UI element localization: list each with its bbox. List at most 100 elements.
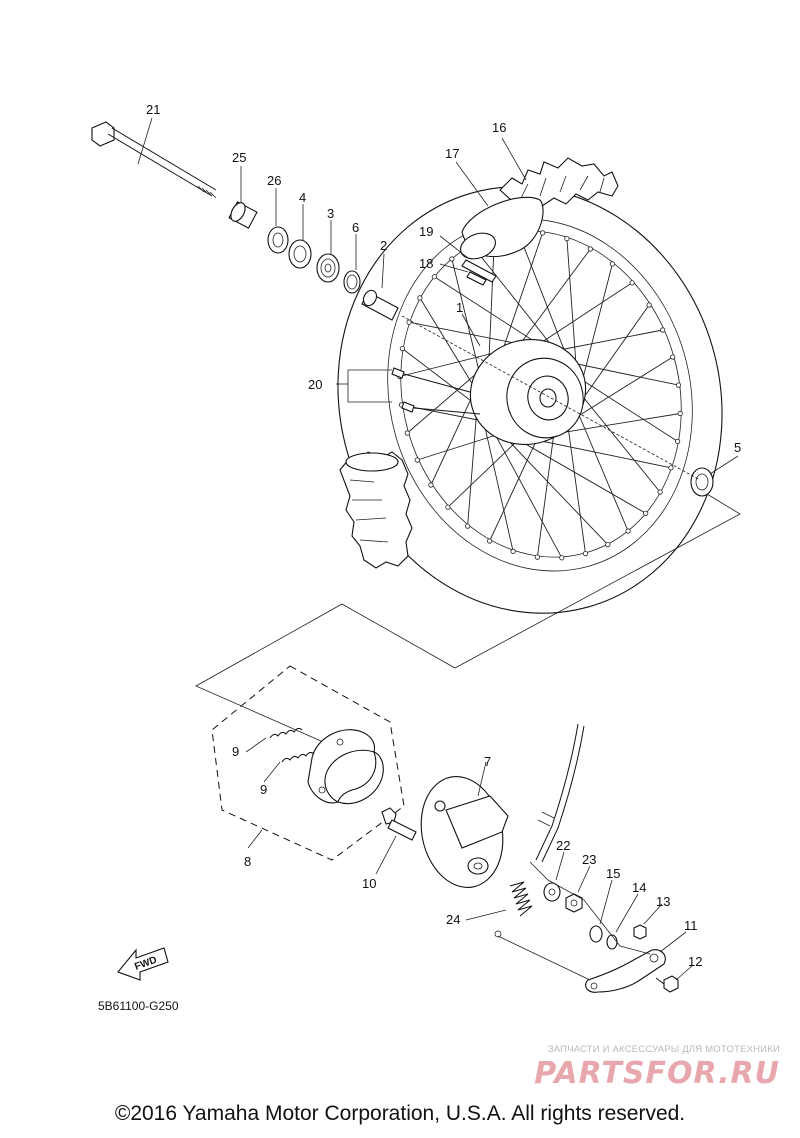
leader-lines <box>137 117 739 981</box>
spoke-nipple <box>670 354 676 360</box>
spoke <box>574 406 629 532</box>
spoke <box>402 348 482 410</box>
fwd-arrow-icon: FWD <box>117 947 169 981</box>
callout-4: 4 <box>299 190 306 205</box>
spoke-nipple <box>404 430 410 436</box>
spoke-nipple <box>657 489 663 495</box>
brake-shoes <box>307 729 384 804</box>
callout-20: 20 <box>308 377 322 392</box>
callout-11: 11 <box>684 918 698 933</box>
callout-9b: 9 <box>260 782 267 797</box>
spoke <box>509 434 646 514</box>
spoke-nipple <box>587 246 594 252</box>
spoke-nipples <box>391 367 481 415</box>
spoke <box>535 282 633 347</box>
spoke-nipple <box>486 538 493 544</box>
shoe-springs <box>269 727 315 763</box>
callout-18: 18 <box>419 256 433 271</box>
callout-26: 26 <box>267 173 281 188</box>
spoke <box>447 437 522 508</box>
spoke-nipple <box>643 510 649 516</box>
spoke <box>419 297 479 394</box>
spoke-nipple <box>668 465 674 471</box>
callout-23: 23 <box>582 852 596 867</box>
spoke-nipple <box>414 457 420 463</box>
spoke-nipple <box>605 541 611 548</box>
callout-19: 19 <box>419 224 433 239</box>
washer-22 <box>543 882 561 902</box>
bearing-5 <box>690 467 714 497</box>
spoke-nipple <box>449 256 455 262</box>
spoke <box>526 437 671 469</box>
collar <box>228 201 258 229</box>
valve-nut <box>466 271 487 286</box>
assembly-plane-outline <box>195 603 347 753</box>
wheel-assembly <box>337 157 723 614</box>
nut-13 <box>633 924 647 940</box>
callout-17: 17 <box>445 146 459 161</box>
spoke-nipple <box>582 550 589 557</box>
callout-25: 25 <box>232 150 246 165</box>
washer-15 <box>589 925 603 943</box>
spoke <box>577 390 661 493</box>
spoke <box>494 426 609 545</box>
spoke-nipple <box>510 548 516 555</box>
circlip-6 <box>343 270 361 294</box>
watermark-logo: PARTSFOR.RU <box>534 1056 780 1091</box>
spoke <box>551 329 663 352</box>
callout-7: 7 <box>484 754 491 769</box>
hub-axle-bore <box>539 388 557 408</box>
callout-2: 2 <box>380 238 387 253</box>
spoke-nipple <box>629 280 635 286</box>
bolt-12 <box>655 975 679 993</box>
spoke-nipple <box>675 382 682 388</box>
spoke-nipple <box>609 261 616 267</box>
oil-seal-4 <box>288 239 312 269</box>
spoke-nipple <box>539 230 546 236</box>
spoke <box>434 276 547 350</box>
callout-12: 12 <box>688 954 702 969</box>
spoke-nipple <box>564 236 570 242</box>
copyright-notice: ©2016 Yamaha Motor Corporation, U.S.A. A… <box>114 1102 686 1125</box>
spoke <box>417 432 505 461</box>
spoke <box>565 361 679 386</box>
callout-14: 14 <box>632 880 646 895</box>
brake-cam <box>381 807 417 841</box>
spoke <box>488 236 495 364</box>
spoke <box>489 436 539 542</box>
return-spring <box>509 881 533 917</box>
spoke-nipple <box>674 438 681 444</box>
axle-group <box>91 121 714 497</box>
axle-center-line <box>401 315 701 481</box>
bearing-3 <box>316 253 340 283</box>
callout-16: 16 <box>492 120 506 135</box>
callout-numbers: 21 25 26 4 3 6 2 1 16 17 19 18 20 5 7 9 … <box>146 102 741 969</box>
spoke-nipple <box>428 482 434 488</box>
callout-8: 8 <box>244 854 251 869</box>
callout-1: 1 <box>456 300 463 315</box>
callout-6: 6 <box>352 220 359 235</box>
spoke-nipple <box>660 327 666 333</box>
callout-5: 5 <box>734 440 741 455</box>
callout-21: 21 <box>146 102 160 117</box>
spoke-nipple <box>406 319 412 325</box>
spoke <box>501 232 544 353</box>
spacer-2 <box>361 289 399 321</box>
spoke <box>566 420 586 554</box>
spoke-nipple <box>646 302 652 308</box>
brake-cable <box>535 723 579 861</box>
spoke-nipple <box>625 528 631 534</box>
rim-band <box>461 259 497 283</box>
callout-24: 24 <box>446 912 460 927</box>
callout-15: 15 <box>606 866 620 881</box>
spoke <box>536 431 555 558</box>
callout-13: 13 <box>656 894 670 909</box>
spoke <box>517 248 591 348</box>
spoke-nipple <box>677 410 683 417</box>
callout-10: 10 <box>362 876 376 891</box>
brake-panel <box>420 776 509 888</box>
spoke <box>451 258 482 378</box>
brake-shoe-kit-outline <box>211 665 405 861</box>
spoke-nipple <box>431 274 437 280</box>
